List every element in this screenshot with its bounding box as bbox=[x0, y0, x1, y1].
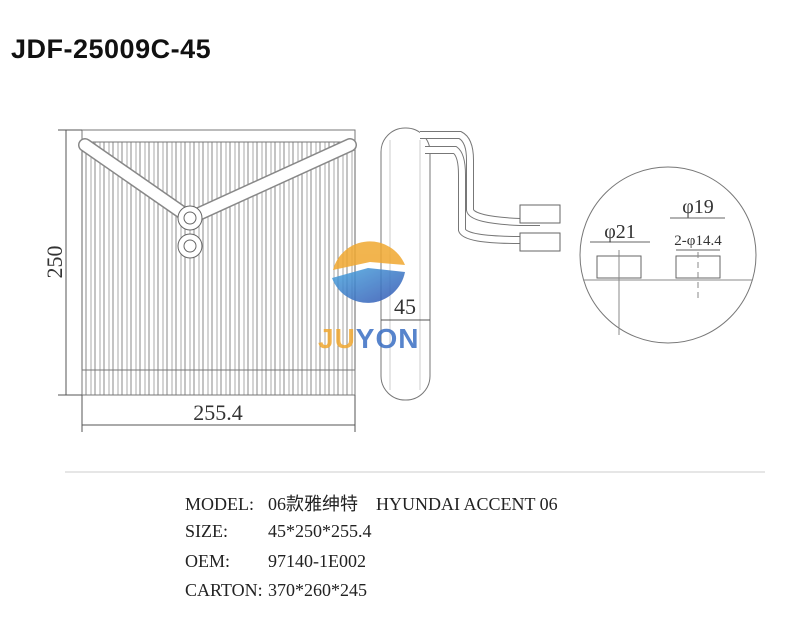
spec-label: SIZE: bbox=[185, 521, 228, 541]
spec-label: OEM: bbox=[185, 551, 230, 571]
logo-text-yon: YON bbox=[355, 323, 420, 354]
spec-model: MODEL: 06款雅绅特 HYUNDAI ACCENT 06 bbox=[185, 490, 558, 516]
spec-label: CARTON: bbox=[185, 580, 263, 600]
depth-label: 45 bbox=[394, 294, 416, 319]
logo-wordmark: JUYON bbox=[318, 324, 419, 354]
spec-value: 97140-1E002 bbox=[268, 551, 366, 571]
evaporator-front-view bbox=[78, 129, 357, 396]
width-label: 255.4 bbox=[193, 400, 243, 425]
spec-value: 45*250*255.4 bbox=[268, 521, 372, 541]
spec-value: 370*260*245 bbox=[268, 580, 367, 600]
spec-size: SIZE: 45*250*255.4 bbox=[185, 521, 372, 542]
port-a-diameter: φ21 bbox=[604, 221, 636, 243]
width-dimension bbox=[81, 395, 356, 432]
spec-value: 06款雅绅特 HYUNDAI ACCENT 06 bbox=[268, 494, 558, 514]
spec-carton: CARTON:370*260*245 bbox=[185, 580, 367, 601]
evaporator-side-view bbox=[380, 127, 561, 401]
port-b-diameter: φ19 bbox=[682, 196, 714, 218]
spec-label: MODEL: bbox=[185, 494, 254, 514]
juyon-logo bbox=[332, 241, 405, 303]
height-label: 250 bbox=[42, 246, 67, 279]
logo-text-ju: JU bbox=[318, 323, 356, 354]
port-detail-view bbox=[579, 166, 757, 344]
product-code-title: JDF-25009C-45 bbox=[11, 34, 212, 64]
height-dimension bbox=[58, 129, 82, 396]
spec-oem: OEM: 97140-1E002 bbox=[185, 551, 366, 572]
port-b-inner-diameter: 2-φ14.4 bbox=[674, 233, 722, 249]
